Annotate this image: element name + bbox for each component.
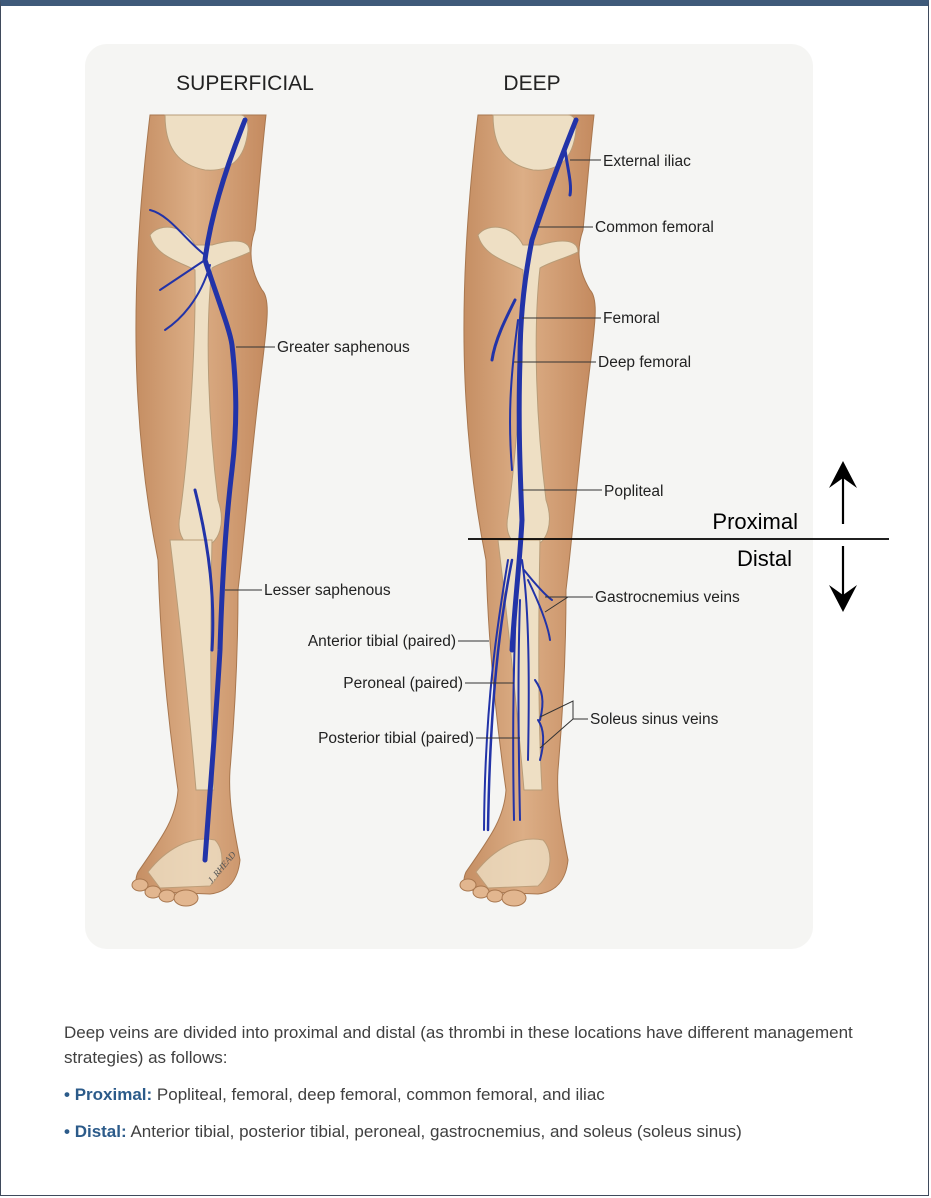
caption-list: • Proximal: Popliteal, femoral, deep fem… xyxy=(64,1082,864,1144)
label-deep-femoral: Deep femoral xyxy=(598,354,691,371)
deep-leg xyxy=(460,115,595,906)
leg-veins-diagram: J. RHEAD SUPERFICIAL DEEP xyxy=(0,0,931,1000)
caption-intro: Deep veins are divided into proximal and… xyxy=(64,1020,864,1070)
label-lesser-saphenous: Lesser saphenous xyxy=(264,582,391,599)
distal-label: Distal xyxy=(737,546,792,571)
list-item: • Distal: Anterior tibial, posterior tib… xyxy=(64,1119,864,1144)
label-popliteal: Popliteal xyxy=(604,483,663,500)
arrow-down-icon xyxy=(829,546,857,612)
list-term: Proximal: xyxy=(75,1085,152,1104)
list-text: Popliteal, femoral, deep femoral, common… xyxy=(152,1085,605,1104)
superficial-leg: J. RHEAD xyxy=(132,115,267,906)
superficial-title: SUPERFICIAL xyxy=(176,72,314,95)
list-item: • Proximal: Popliteal, femoral, deep fem… xyxy=(64,1082,864,1107)
label-anterior-tibial: Anterior tibial (paired) xyxy=(308,633,456,650)
label-gastrocnemius: Gastrocnemius veins xyxy=(595,589,740,606)
proximal-label: Proximal xyxy=(712,509,798,534)
label-posterior-tibial: Posterior tibial (paired) xyxy=(318,730,474,747)
label-external-iliac: External iliac xyxy=(603,153,691,170)
label-femoral: Femoral xyxy=(603,310,660,327)
caption: Deep veins are divided into proximal and… xyxy=(64,1020,864,1156)
arrow-up-icon xyxy=(829,461,857,524)
list-term: Distal: xyxy=(75,1122,127,1141)
label-peroneal: Peroneal (paired) xyxy=(343,675,463,692)
label-soleus: Soleus sinus veins xyxy=(590,711,719,728)
deep-title: DEEP xyxy=(503,72,560,95)
label-common-femoral: Common femoral xyxy=(595,219,714,236)
label-greater-saphenous: Greater saphenous xyxy=(277,339,410,356)
list-text: Anterior tibial, posterior tibial, peron… xyxy=(127,1122,742,1141)
